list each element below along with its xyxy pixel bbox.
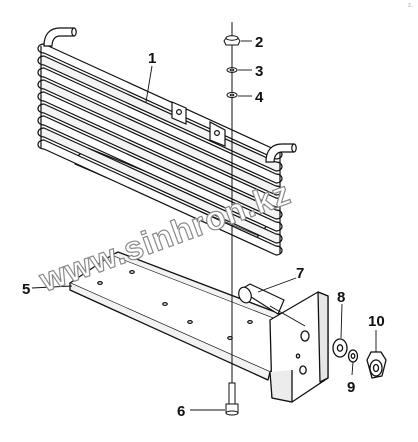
right-fasteners: [332, 338, 387, 379]
corner-mark: 2..: [408, 3, 414, 9]
mounting-axis: [223, 22, 241, 416]
leader-lines: [31, 40, 377, 411]
callout-5: 5: [22, 281, 30, 298]
callout-3: 3: [255, 63, 263, 80]
stud-bolt: [238, 283, 306, 327]
bolt-bottom: [228, 382, 236, 405]
callout-10: 10: [368, 313, 385, 330]
mounting-bracket: [69, 251, 329, 403]
callout-8: 8: [337, 289, 345, 306]
callout-7: 7: [296, 265, 304, 282]
callout-9: 9: [347, 379, 355, 396]
cooler-pipes: [43, 27, 297, 163]
callout-6: 6: [177, 403, 185, 420]
callout-1: 1: [148, 50, 156, 67]
callout-4: 4: [255, 89, 264, 106]
cooler-mounting-tabs: [171, 101, 226, 147]
callout-labels: 1 2 3 4 5 6 7 8 9 10: [22, 34, 385, 420]
callout-2: 2: [255, 34, 263, 51]
oil-cooler-core: [37, 43, 283, 256]
